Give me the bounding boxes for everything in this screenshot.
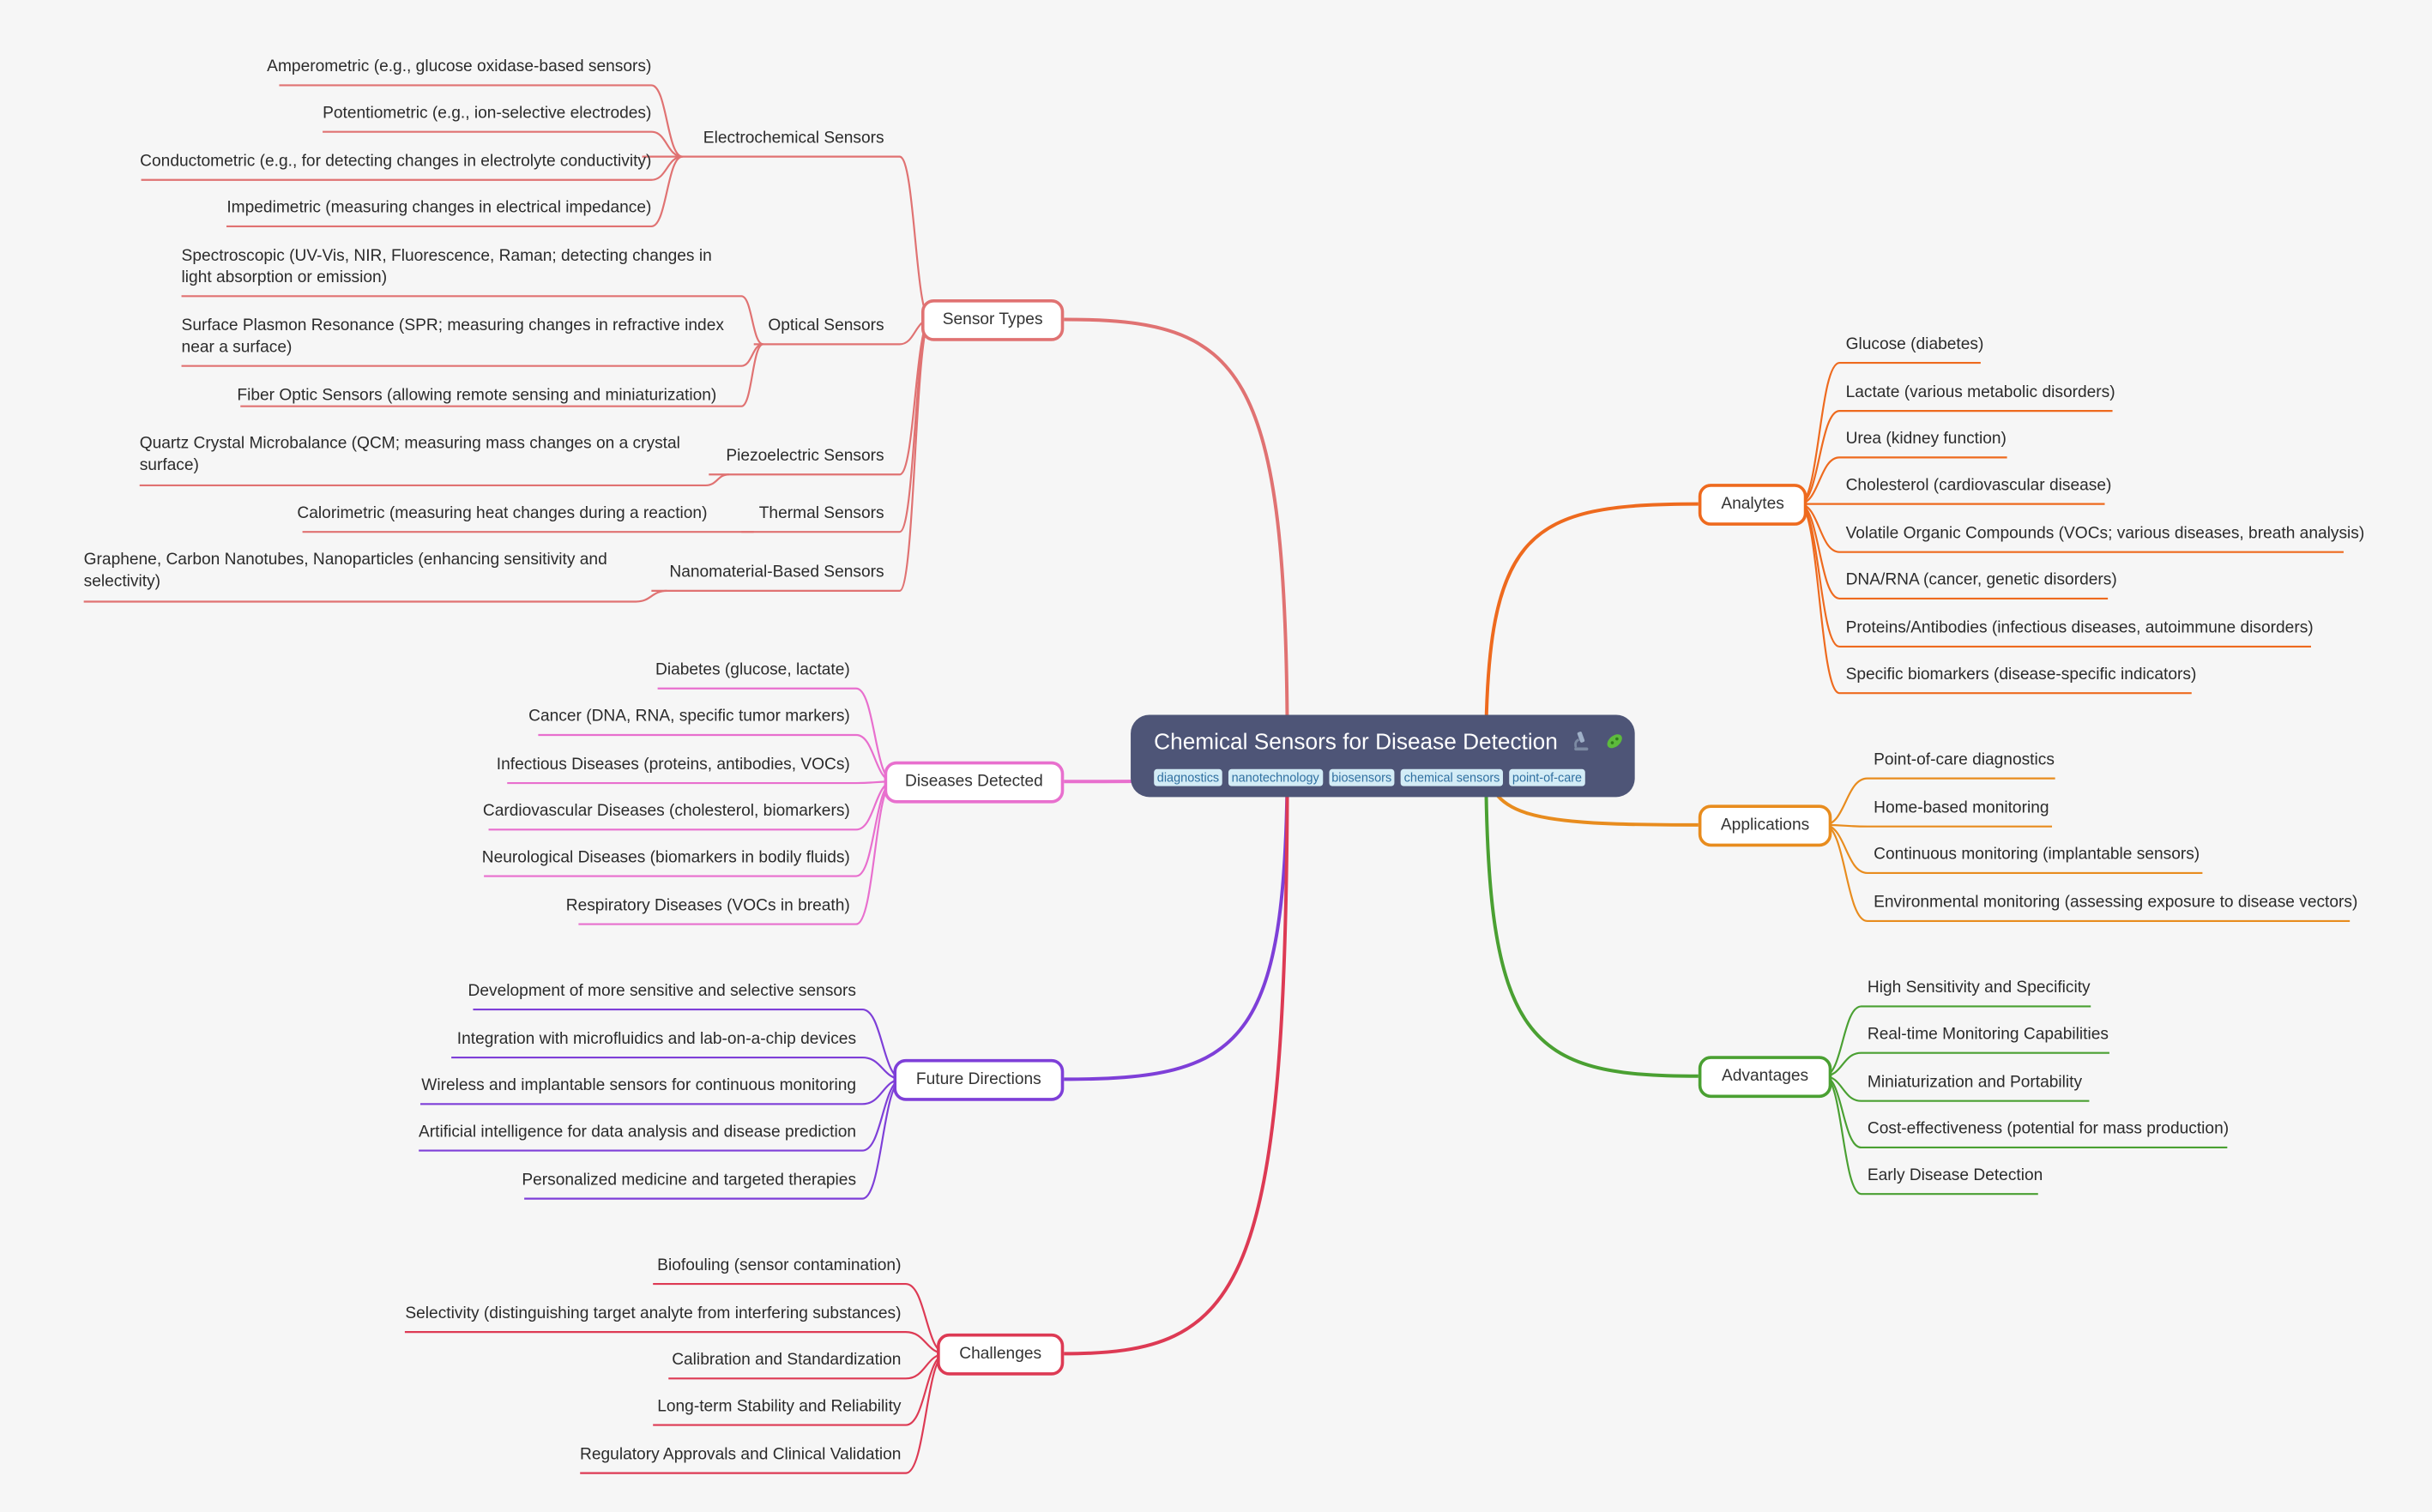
leaf-app-home[interactable]: Home-based monitoring [1874, 798, 2049, 817]
leaf-analyte-urea[interactable]: Urea (kidney function) [1845, 429, 2007, 449]
link-disease-2 [507, 780, 894, 785]
leaf-analyte-proteins[interactable]: Proteins/Antibodies (infectious diseases… [1845, 618, 2314, 638]
leaf-adv-realtime[interactable]: Real-time Monitoring Capabilities [1867, 1025, 2109, 1044]
link-root-challenges [1064, 755, 1289, 1356]
link-sensor-electrochemical [642, 155, 932, 321]
leaf-adv-sensitivity[interactable]: High Sensitivity and Specificity [1867, 978, 2091, 997]
leaf-future-wireless[interactable]: Wireless and implantable sensors for con… [421, 1075, 857, 1095]
leaf-adv-early[interactable]: Early Disease Detection [1867, 1166, 2043, 1185]
sub-optical-sensors[interactable]: Optical Sensors [768, 316, 884, 335]
leaf-fiber-optic[interactable]: Fiber Optic Sensors (allowing remote sen… [237, 386, 717, 405]
leaf-challenge-selectivity[interactable]: Selectivity (distinguishing target analy… [405, 1304, 902, 1323]
link-piezo-0 [139, 473, 729, 487]
tag-diagnostics[interactable]: diagnostics [1154, 768, 1222, 786]
root-title-row: Chemical Sensors for Disease Detection [1154, 727, 1623, 762]
branch-applications[interactable]: Applications [1698, 804, 1832, 847]
link-app-1 [1824, 823, 2053, 828]
branch-diseases-detected[interactable]: Diseases Detected [884, 761, 1065, 804]
leaf-challenge-regulatory[interactable]: Regulatory Approvals and Clinical Valida… [580, 1445, 902, 1464]
leaf-adv-cost[interactable]: Cost-effectiveness (potential for mass p… [1867, 1119, 2230, 1139]
leaf-app-point-of-care[interactable]: Point-of-care diagnostics [1874, 750, 2055, 769]
leaf-future-microfluidics[interactable]: Integration with microfluidics and lab-o… [456, 1029, 857, 1049]
leaf-challenge-calibration[interactable]: Calibration and Standardization [672, 1350, 902, 1370]
leaf-potentiometric[interactable]: Potentiometric (e.g., ion-selective elec… [323, 104, 652, 123]
branch-future-directions[interactable]: Future Directions [893, 1058, 1065, 1101]
leaf-app-environmental[interactable]: Environmental monitoring (assessing expo… [1874, 893, 2358, 913]
leaf-challenge-biofouling[interactable]: Biofouling (sensor contamination) [657, 1256, 902, 1275]
leaf-impedimetric[interactable]: Impedimetric (measuring changes in elect… [226, 198, 652, 218]
leaf-analyte-vocs[interactable]: Volatile Organic Compounds (VOCs; variou… [1845, 524, 2365, 543]
tag-chemical-sensors[interactable]: chemical sensors [1401, 768, 1504, 786]
leaf-disease-neurological[interactable]: Neurological Diseases (biomarkers in bod… [481, 847, 850, 867]
tag-biosensors[interactable]: biosensors [1328, 768, 1395, 786]
leaf-spectroscopic[interactable]: Spectroscopic (UV-Vis, NIR, Fluorescence… [181, 246, 712, 287]
microscope-icon [1570, 731, 1591, 762]
leaf-analyte-cholesterol[interactable]: Cholesterol (cardiovascular disease) [1845, 476, 2112, 495]
link-sensor-thermal [741, 318, 932, 533]
link-nano-0 [83, 589, 667, 603]
leaf-disease-diabetes[interactable]: Diabetes (glucose, lactate) [655, 660, 850, 679]
microbe-icon [1604, 731, 1626, 762]
leaf-conductometric[interactable]: Conductometric (e.g., for detecting chan… [140, 152, 652, 171]
branch-advantages[interactable]: Advantages [1698, 1056, 1832, 1099]
sub-piezoelectric-sensors[interactable]: Piezoelectric Sensors [726, 446, 884, 466]
tag-point-of-care[interactable]: point-of-care [1509, 768, 1585, 786]
leaf-app-continuous[interactable]: Continuous monitoring (implantable senso… [1874, 845, 2200, 864]
root-title: Chemical Sensors for Disease Detection [1154, 730, 1558, 756]
link-electro-1 [323, 130, 683, 158]
leaf-analyte-lactate[interactable]: Lactate (various metabolic disorders) [1845, 383, 2115, 402]
leaf-disease-cancer[interactable]: Cancer (DNA, RNA, specific tumor markers… [528, 707, 850, 726]
branch-analytes[interactable]: Analytes [1698, 484, 1807, 526]
link-electro-3 [226, 155, 683, 228]
leaf-spr[interactable]: Surface Plasmon Resonance (SPR; measurin… [181, 316, 724, 357]
leaf-challenge-stability[interactable]: Long-term Stability and Reliability [657, 1397, 902, 1416]
sub-thermal-sensors[interactable]: Thermal Sensors [758, 503, 884, 523]
sub-nanomaterial-sensors[interactable]: Nanomaterial-Based Sensors [669, 563, 884, 582]
leaf-disease-infectious[interactable]: Infectious Diseases (proteins, antibodie… [496, 755, 850, 774]
link-optical-0 [181, 295, 763, 346]
link-root-future [1064, 755, 1289, 1081]
sub-electrochemical-sensors[interactable]: Electrochemical Sensors [703, 129, 884, 148]
leaf-amperometric[interactable]: Amperometric (e.g., glucose oxidase-base… [267, 57, 652, 76]
leaf-disease-cardiovascular[interactable]: Cardiovascular Diseases (cholesterol, bi… [482, 801, 850, 821]
link-root-analytes [1484, 502, 1699, 756]
link-root-sensor-types [1064, 317, 1289, 756]
link-optical-2 [240, 343, 764, 407]
root-node[interactable]: Chemical Sensors for Disease Detection d… [1131, 714, 1635, 798]
leaf-adv-miniaturization[interactable]: Miniaturization and Portability [1867, 1073, 2083, 1092]
link-electro-0 [279, 84, 683, 158]
tag-nanotechnology[interactable]: nanotechnology [1228, 768, 1323, 786]
link-root-advantages [1484, 755, 1699, 1078]
leaf-qcm[interactable]: Quartz Crystal Microbalance (QCM; measur… [139, 434, 680, 475]
leaf-analyte-dna-rna[interactable]: DNA/RNA (cancer, genetic disorders) [1845, 570, 2117, 590]
leaf-future-personalized[interactable]: Personalized medicine and targeted thera… [522, 1171, 857, 1190]
leaf-future-ai[interactable]: Artificial intelligence for data analysi… [419, 1123, 857, 1142]
branch-challenges[interactable]: Challenges [937, 1333, 1065, 1376]
branch-sensor-types[interactable]: Sensor Types [920, 298, 1065, 341]
leaf-calorimetric[interactable]: Calorimetric (measuring heat changes dur… [297, 503, 708, 523]
leaf-future-sensitive[interactable]: Development of more sensitive and select… [468, 981, 857, 1001]
leaf-nanomaterials[interactable]: Graphene, Carbon Nanotubes, Nanoparticle… [83, 550, 607, 591]
leaf-analyte-glucose[interactable]: Glucose (diabetes) [1845, 334, 1984, 354]
leaf-analyte-biomarkers[interactable]: Specific biomarkers (disease-specific in… [1845, 665, 2197, 684]
tag-list: diagnostics nanotechnology biosensors ch… [1154, 768, 1611, 786]
leaf-disease-respiratory[interactable]: Respiratory Diseases (VOCs in breath) [565, 896, 850, 915]
